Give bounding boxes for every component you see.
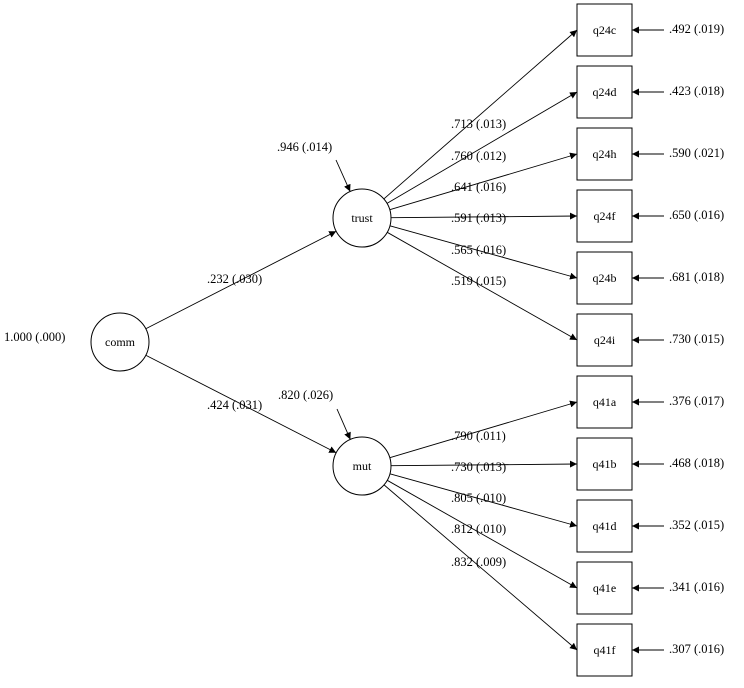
error-variance-label: .681 (.018): [669, 270, 724, 284]
latent-node-comm: [90, 312, 150, 372]
loading-arrow-q41d: [389, 473, 578, 528]
indicator-node-q41e: [576, 561, 633, 615]
error-variance-label: .376 (.017): [669, 394, 724, 408]
factor-loading-label: .519 (.015): [451, 274, 506, 288]
loading-arrow-q24f: [390, 212, 578, 220]
error-variance-label: .352 (.015): [669, 518, 724, 532]
indicator-node-label: q24f: [594, 209, 616, 223]
loading-arrow-q24c: [383, 29, 578, 200]
factor-loading-label: .565 (.016): [451, 243, 506, 257]
latent-node-mut: [332, 436, 392, 496]
indicator-node-label: q41d: [593, 519, 617, 533]
indicator-node-q24b: [576, 251, 633, 305]
loading-arrow-q41f: [383, 484, 578, 651]
latent-variance-label: .946 (.014): [277, 140, 332, 154]
factor-loading-label: .591 (.013): [451, 211, 506, 225]
indicator-node-label: q24c: [593, 23, 616, 37]
latent-variance-label: 1.000 (.000): [4, 330, 65, 344]
error-variance-label: .341 (.016): [669, 580, 724, 594]
error-variance-label: .307 (.016): [669, 642, 724, 656]
indicator-node-label: q41b: [593, 457, 617, 471]
factor-loading-label: .713 (.013): [451, 117, 506, 131]
indicator-node-q41f: [576, 623, 633, 677]
loading-arrow-q41e: [387, 479, 578, 589]
indicator-node-label: q41e: [593, 581, 616, 595]
latent-node-label: mut: [353, 459, 372, 473]
factor-loading-label: .730 (.013): [451, 460, 506, 474]
indicator-node-label: q24i: [594, 333, 616, 347]
loading-arrow-q41b: [390, 460, 578, 468]
indicator-node-label: q24h: [593, 147, 617, 161]
indicator-node-q24h: [576, 127, 633, 181]
path-coefficient-label: .424 (.031): [207, 398, 262, 412]
latent-variance-label: .820 (.026): [278, 388, 333, 402]
loading-arrow-q41a: [389, 400, 578, 459]
path-arrow-comm-trust: [145, 230, 337, 330]
error-variance-label: .492 (.019): [669, 22, 724, 36]
indicator-node-q41b: [576, 437, 633, 491]
error-variance-label: .590 (.021): [669, 146, 724, 160]
path-coefficient-label: .232 (.030): [207, 272, 262, 286]
error-variance-label: .650 (.016): [669, 208, 724, 222]
indicator-node-q41a: [576, 375, 633, 429]
factor-loading-label: .790 (.011): [451, 429, 506, 443]
factor-loading-label: .805 (.010): [451, 491, 506, 505]
error-variance-label: .423 (.018): [669, 84, 724, 98]
latent-node-label: comm: [105, 335, 136, 349]
latent-node-trust: [332, 188, 392, 248]
indicator-node-q24d: [576, 65, 633, 119]
residual-arrow-trust: [335, 159, 351, 192]
indicator-node-label: q41f: [594, 643, 616, 657]
path-arrow-comm-mut: [145, 354, 337, 454]
error-variance-label: .468 (.018): [669, 456, 724, 470]
indicator-node-label: q24b: [593, 271, 617, 285]
loading-arrow-q24b: [389, 225, 578, 280]
indicator-node-label: q24d: [593, 85, 617, 99]
loading-arrow-q24h: [389, 152, 578, 211]
indicator-node-q24f: [576, 189, 633, 243]
residual-arrow-mut: [336, 408, 351, 440]
error-variance-label: .730 (.015): [669, 332, 724, 346]
indicator-node-label: q41a: [593, 395, 617, 409]
factor-loading-label: .760 (.012): [451, 149, 506, 163]
factor-loading-label: .832 (.009): [451, 555, 506, 569]
loading-arrow-q24i: [387, 231, 578, 341]
loading-arrow-q24d: [386, 91, 578, 204]
factor-loading-label: .812 (.010): [451, 522, 506, 536]
factor-loading-label: .641 (.016): [451, 180, 506, 194]
latent-node-label: trust: [351, 211, 373, 225]
indicator-node-q24c: [576, 3, 633, 57]
indicator-node-q24i: [576, 313, 633, 367]
indicator-node-q41d: [576, 499, 633, 553]
